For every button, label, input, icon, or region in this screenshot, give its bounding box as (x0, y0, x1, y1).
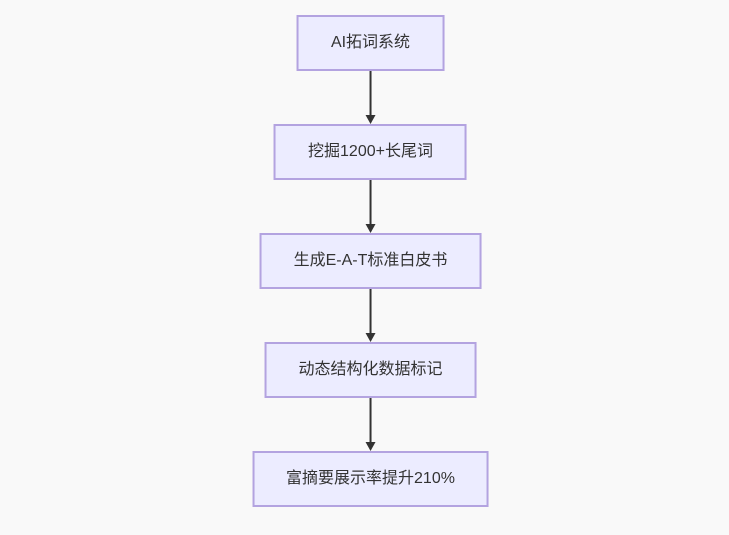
flow-node-eat-whitepaper: 生成E-A-T标准白皮书 (259, 233, 482, 289)
arrow-line (369, 180, 372, 224)
flow-node-ai-keyword-system: AI拓词系统 (296, 15, 445, 71)
flow-node-rich-snippet-result: 富摘要展示率提升210% (252, 451, 489, 507)
flow-node-structured-data-markup: 动态结构化数据标记 (264, 342, 477, 398)
flow-arrow-1 (365, 71, 376, 124)
flow-arrow-3 (365, 289, 376, 342)
arrow-line (369, 398, 372, 442)
flowchart: AI拓词系统 挖掘1200+长尾词 生成E-A-T标准白皮书 动态结构化数据标记… (252, 15, 489, 507)
arrow-head-icon (365, 224, 376, 233)
flow-node-longtail-mining: 挖掘1200+长尾词 (274, 124, 467, 180)
flow-arrow-2 (365, 180, 376, 233)
arrow-line (369, 71, 372, 115)
arrow-line (369, 289, 372, 333)
arrow-head-icon (365, 442, 376, 451)
arrow-head-icon (365, 333, 376, 342)
arrow-head-icon (365, 115, 376, 124)
flow-arrow-4 (365, 398, 376, 451)
